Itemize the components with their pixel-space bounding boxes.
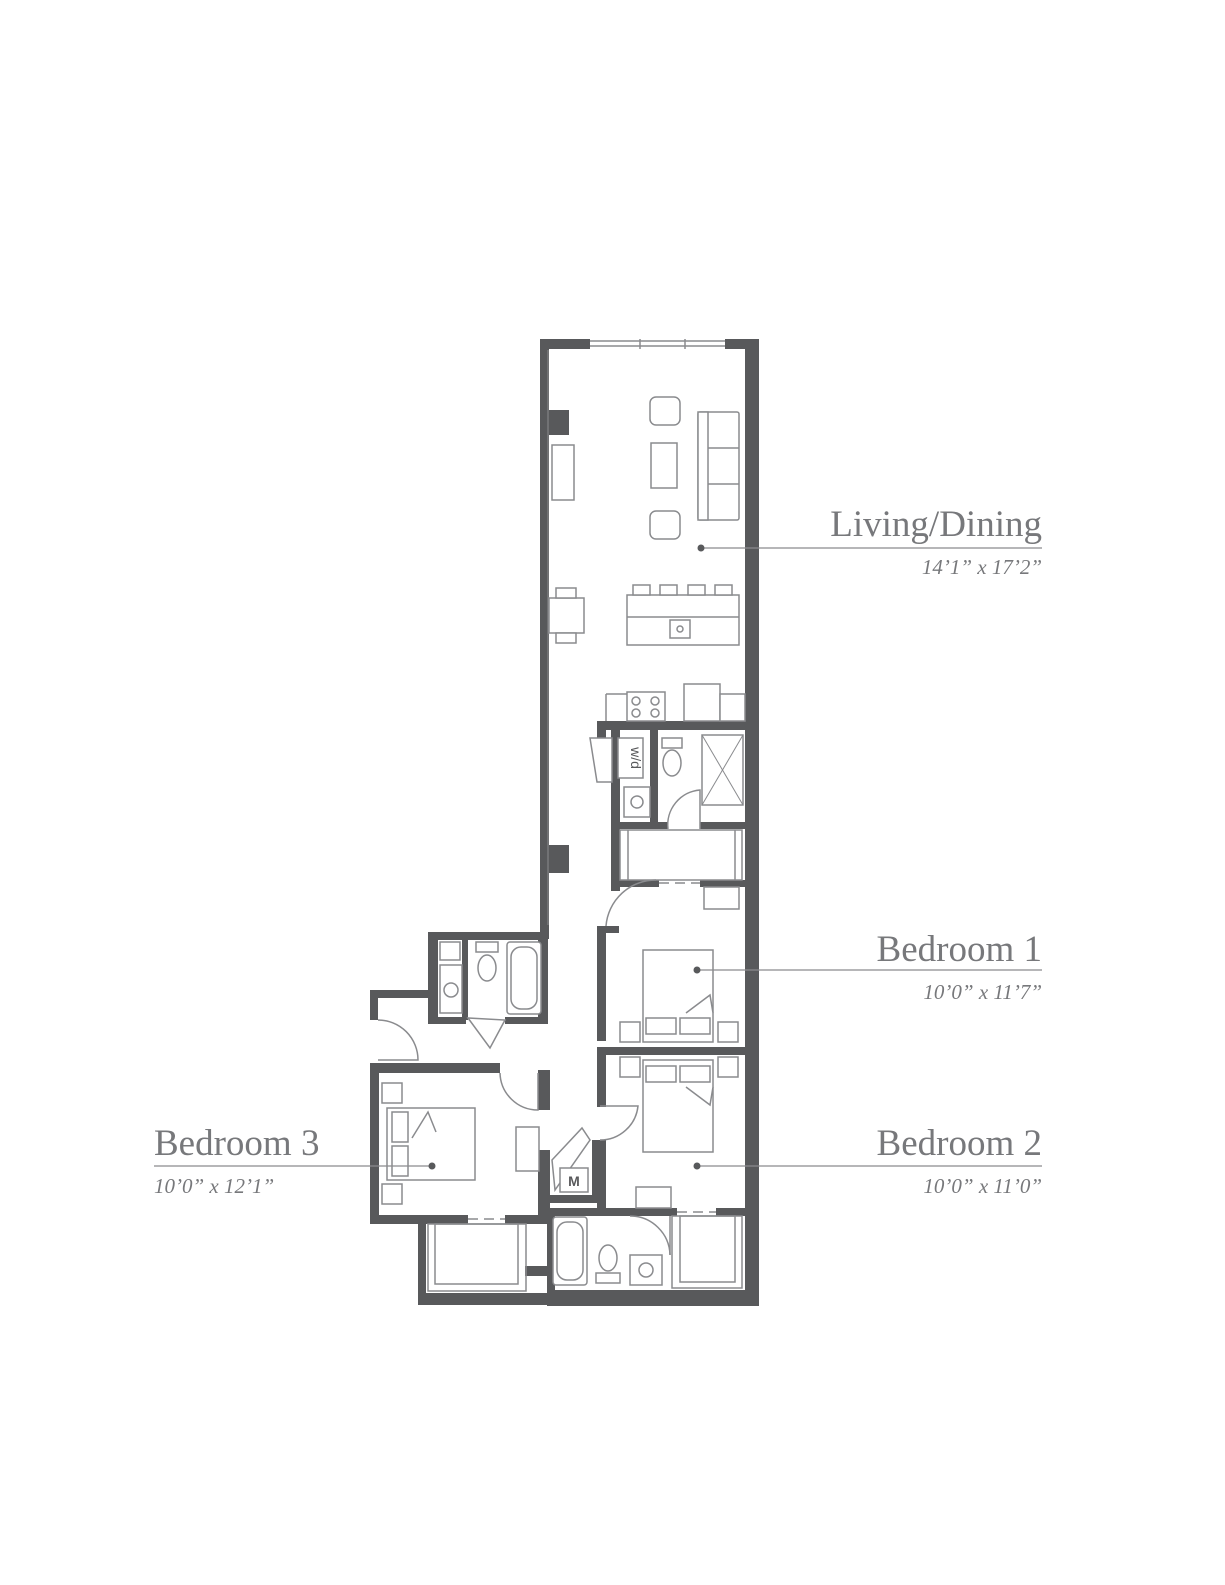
dresser-bed1 — [703, 886, 740, 910]
room-name-living-dining: Living/Dining — [830, 504, 1042, 545]
mech-closet — [551, 1126, 591, 1193]
refrigerator — [683, 683, 721, 722]
bedroom-2-furniture — [599, 1056, 739, 1213]
toilet — [662, 749, 682, 777]
bathroom-3 — [552, 1215, 743, 1289]
vanity-bottom — [629, 1254, 663, 1286]
armchair-top — [649, 396, 681, 426]
label-bedroom-2: Bedroom 2 10’0” x 11’0” — [876, 1123, 1042, 1199]
leader-lines — [154, 544, 1042, 1170]
room-dims-bedroom-2: 10’0” x 11’0” — [923, 1174, 1042, 1198]
toilet-bottom — [598, 1244, 618, 1272]
room-dims-bedroom-3: 10’0” x 12’1” — [154, 1174, 275, 1198]
armchair-bottom — [649, 510, 681, 540]
room-name-bedroom-3: Bedroom 3 — [154, 1123, 320, 1164]
mechanical-label: M — [568, 1173, 580, 1189]
room-dims-bedroom-1: 10’0” x 11’7” — [923, 980, 1042, 1004]
bathroom-1 — [589, 734, 744, 830]
label-living-dining: Living/Dining 14’1” x 17’2” — [830, 504, 1042, 580]
washer-dryer-label: w/d — [628, 746, 644, 769]
windows — [547, 339, 725, 925]
bathroom-2 — [377, 941, 542, 1061]
mechanical-unit — [559, 1167, 589, 1193]
label-bedroom-1: Bedroom 1 10’0” x 11’7” — [876, 929, 1042, 1005]
media-console — [551, 444, 575, 501]
bedroom-1-furniture — [619, 886, 740, 1043]
coffee-table — [650, 442, 678, 489]
hall-closets — [605, 829, 743, 927]
room-dims-living-dining: 14’1” x 17’2” — [921, 555, 1042, 579]
washer-dryer-closet — [589, 737, 613, 783]
desk-bed3 — [515, 1126, 540, 1172]
label-bedroom-3: Bedroom 3 10’0” x 12’1” — [154, 1123, 320, 1199]
living-furniture — [548, 396, 746, 722]
bedroom-3-furniture — [381, 1072, 540, 1292]
toilet-hall — [477, 954, 497, 982]
washer-dryer — [617, 737, 644, 779]
walls — [370, 339, 759, 1306]
dining-table — [548, 597, 585, 634]
room-name-bedroom-2: Bedroom 2 — [876, 1123, 1042, 1164]
dresser-bed2 — [635, 1186, 672, 1209]
room-name-bedroom-1: Bedroom 1 — [876, 929, 1042, 970]
range — [626, 691, 666, 722]
